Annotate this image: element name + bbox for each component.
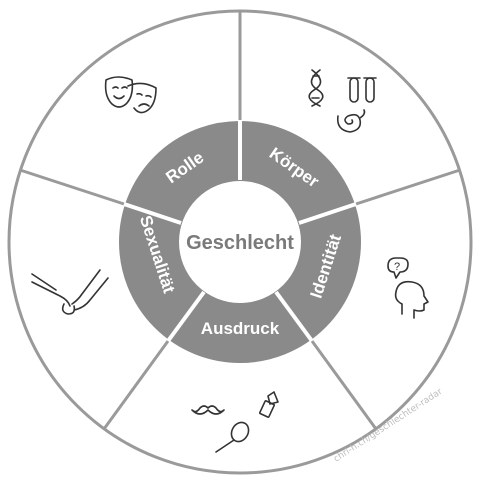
dna-test-tubes-icon xyxy=(308,69,377,133)
divider-bottom-left xyxy=(102,340,170,430)
segment-label-ausdruck: Ausdruck xyxy=(201,319,280,338)
divider-right xyxy=(355,168,461,206)
svg-text:?: ? xyxy=(394,261,400,273)
holding-hands-icon xyxy=(31,269,109,315)
inner-sep-bottom-right xyxy=(274,290,314,343)
mustache-lipstick-brush-icon xyxy=(191,391,279,453)
inner-separators xyxy=(123,120,357,343)
inner-sep-right xyxy=(298,202,357,225)
divider-bottom-right xyxy=(310,340,378,430)
head-question-icon: ? xyxy=(387,257,429,319)
divider-left xyxy=(19,168,125,206)
inner-sep-bottom-left xyxy=(166,290,206,343)
outer-dividers xyxy=(19,11,461,430)
inner-sep-left xyxy=(123,202,182,225)
center-label: Geschlecht xyxy=(186,232,294,254)
theater-masks-icon xyxy=(104,76,157,114)
